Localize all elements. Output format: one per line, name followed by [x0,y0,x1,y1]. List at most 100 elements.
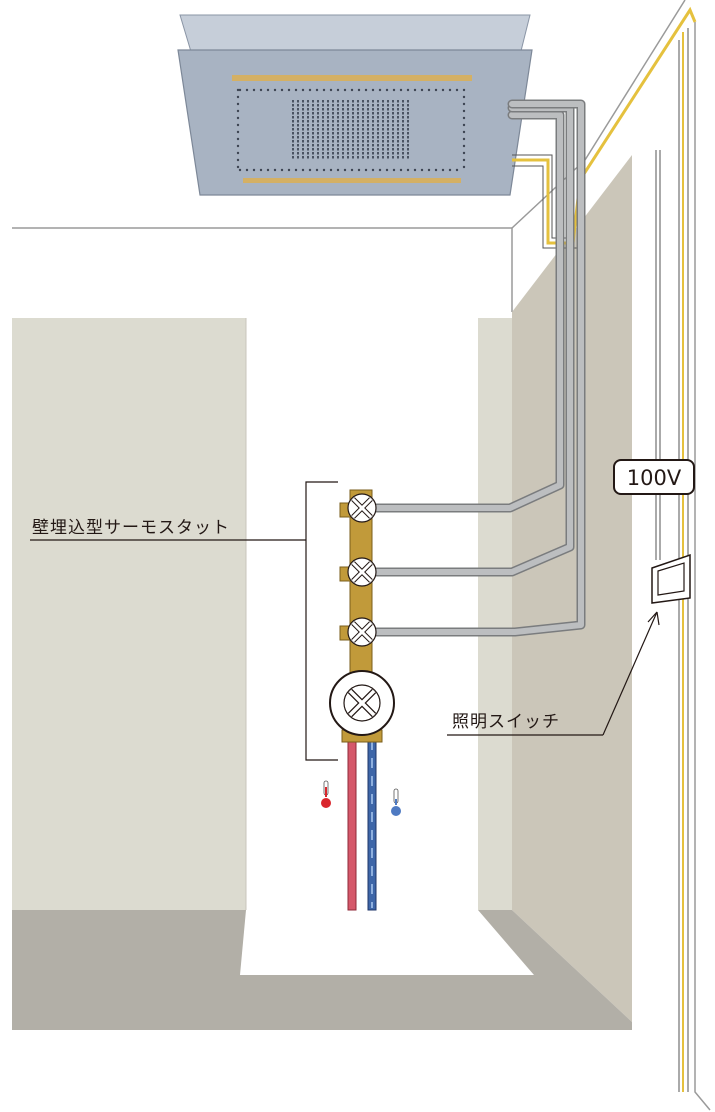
cassette-gold-strip-top [232,75,472,81]
grille-slot [327,136,329,139]
grille-slot [407,108,409,111]
callout-thermostat: 壁埋込型サーモスタット [30,481,338,761]
grille-slot [327,124,329,127]
grille-slot [377,112,379,115]
grille-slot [307,120,309,123]
grille-slot [342,144,344,147]
grille-slot [392,120,394,123]
grille-slot [312,104,314,107]
cassette-dot [441,168,445,172]
grille-slot [372,108,374,111]
grille-slot [407,124,409,127]
switch-leader-arrow [647,611,660,626]
grille-slot [387,148,389,151]
cassette-dot [259,168,263,172]
cassette-dot [236,123,240,127]
grille-slot [352,136,354,139]
grille-slot [292,152,294,155]
grille-slot [352,148,354,151]
grille-slot [332,112,334,115]
grille-slot [367,120,369,123]
grille-slot [352,152,354,155]
cassette-dot [462,165,466,169]
grille-slot [382,104,384,107]
grille-slot [322,140,324,143]
grille-slot [387,100,389,103]
grille-slot [407,116,409,119]
cassette-dot [462,151,466,155]
grille-slot [402,140,404,143]
grille-slot [312,140,314,143]
grille-slot [332,148,334,151]
grille-slot [312,112,314,115]
grille-slot [372,156,374,159]
grille-slot [397,120,399,123]
cassette-dot [294,168,298,172]
cassette-dot [266,168,270,172]
grille-slot [317,140,319,143]
grille-slot [382,100,384,103]
grille-slot [397,100,399,103]
cassette-dot [441,88,445,92]
cassette-dot [301,168,305,172]
grille-slot [352,132,354,135]
cassette-dot [371,88,375,92]
cassette-dot [427,88,431,92]
grille-slot [367,152,369,155]
grille-slot [337,120,339,123]
grille-slot [297,108,299,111]
cassette-dot [392,88,396,92]
grille-slot [357,140,359,143]
grille-slot [402,120,404,123]
switch-inner [657,562,685,596]
grille-slot [392,140,394,143]
grille-slot [317,156,319,159]
grille-slot [347,140,349,143]
cassette-face [177,49,533,196]
cassette-dot [294,88,298,92]
grille-slot [352,112,354,115]
grille-slot [312,128,314,131]
grille-slot [322,136,324,139]
grille-slot [407,152,409,155]
hot-pipe [347,737,357,911]
grille-slot [397,148,399,151]
back-wall-right-strip [478,318,512,910]
grille-slot [342,128,344,131]
grille-slot [312,148,314,151]
cassette-dot [427,168,431,172]
grille-slot [302,156,304,159]
grille-slot [337,124,339,127]
cassette-dot [287,88,291,92]
grille-slot [312,124,314,127]
cassette-dot [462,158,466,162]
light-switch [651,553,691,604]
grille-slot [377,136,379,139]
cassette-perforation [236,88,466,172]
grille-slot [387,136,389,139]
cold-thermometer-icon [391,788,401,816]
grille-slot [397,136,399,139]
grille-slot [387,140,389,143]
grille-slot [387,152,389,155]
cassette-dot [385,88,389,92]
grille-slot [342,152,344,155]
grille-slot [407,156,409,159]
cassette-dot [462,123,466,127]
cassette-dot [238,88,242,92]
outer-wall-vertical [694,22,711,1111]
cassette-dot [236,151,240,155]
cassette-dot [322,168,326,172]
cassette-dot [350,88,354,92]
grille-slot [337,108,339,111]
grille-slot [322,148,324,151]
grille-slot [297,144,299,147]
grille-slot [297,120,299,123]
grille-slot [327,140,329,143]
grille-slot [347,148,349,151]
grille-slot [382,112,384,115]
grille-slot [367,144,369,147]
grille-slot [357,120,359,123]
grille-slot [362,152,364,155]
grille-slot [402,104,404,107]
